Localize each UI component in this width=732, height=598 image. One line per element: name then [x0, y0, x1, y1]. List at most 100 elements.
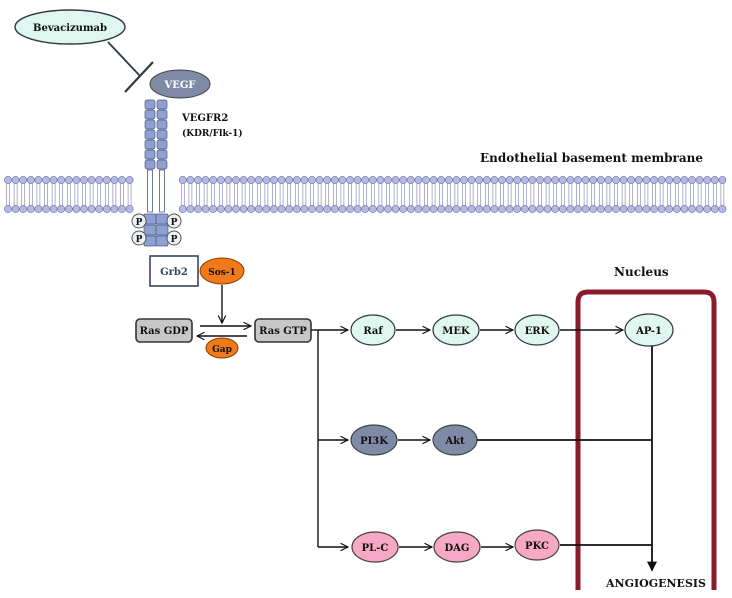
lipid-head: [657, 205, 666, 213]
lipid-head: [566, 176, 575, 184]
lipid-head: [285, 176, 294, 184]
lipid-head: [414, 205, 423, 213]
lipid-head: [680, 176, 689, 184]
lipid-head: [657, 176, 666, 184]
lipid-head: [201, 176, 210, 184]
lipid-head: [376, 176, 385, 184]
angiogenesis-label: ANGIOGENESIS: [605, 577, 706, 590]
transmembrane-segment: [147, 169, 153, 213]
receptor-domain: [156, 139, 168, 150]
lipid-head: [178, 205, 187, 213]
kinase-domain: [155, 224, 169, 236]
lipid-head: [4, 176, 12, 184]
lipid-head: [482, 176, 491, 184]
lipid-head: [604, 205, 613, 213]
lipid-head: [338, 205, 347, 213]
inhibition-bar: [124, 61, 154, 93]
lipid-head: [95, 205, 104, 213]
lipid-head: [239, 176, 248, 184]
lipid-head: [315, 176, 324, 184]
pkc-node: [514, 529, 560, 561]
lipid-head: [315, 205, 324, 213]
sos1-label: Sos-1: [208, 268, 236, 278]
lipid-head: [718, 205, 727, 213]
kinase-domain: [155, 235, 169, 247]
lipid-head: [596, 176, 605, 184]
lipid-head: [247, 176, 256, 184]
akt-label: Akt: [444, 436, 465, 447]
lipid-head: [125, 176, 134, 184]
lipid-head: [186, 205, 195, 213]
lipid-head: [201, 205, 210, 213]
lipid-head: [619, 176, 628, 184]
ras-gdp-label: Ras GDP: [140, 326, 189, 337]
mek-label: MEK: [442, 326, 470, 337]
ap1-label: AP-1: [635, 326, 662, 337]
lipid-head: [710, 205, 719, 213]
lipid-head: [49, 205, 58, 213]
pkc-label: PKC: [525, 541, 549, 552]
lipid-head: [64, 205, 73, 213]
lipid-head: [558, 176, 567, 184]
lipid-head: [102, 176, 111, 184]
lipid-head: [11, 176, 20, 184]
lipid-head: [361, 205, 370, 213]
phospho-site-2: [166, 213, 182, 229]
lipid-head: [277, 205, 286, 213]
inhibition-line: [107, 41, 141, 77]
membrane-label: Endothelial basement membrane: [480, 151, 703, 165]
lipid-head: [490, 176, 499, 184]
lipid-head: [110, 205, 119, 213]
erk-label: ERK: [525, 326, 550, 337]
receptor-domain: [144, 109, 156, 120]
lipid-head: [42, 205, 50, 213]
lipid-head: [475, 176, 484, 184]
lipid-head: [581, 176, 590, 184]
lipid-head: [87, 205, 96, 213]
lipid-head: [581, 205, 590, 213]
lipid-head: [665, 205, 674, 213]
lipid-head: [460, 176, 468, 184]
receptor-domain: [156, 99, 168, 110]
receptor-domain: [156, 109, 168, 120]
receptor-domain: [144, 99, 156, 110]
receptor-domain: [144, 149, 156, 160]
lipid-head: [216, 176, 225, 184]
lipid-head: [247, 205, 256, 213]
lipid-head: [384, 176, 392, 184]
lipid-head: [475, 205, 484, 213]
lipid-head: [353, 176, 362, 184]
mek-node: [432, 314, 480, 346]
lipid-head: [80, 176, 88, 184]
lipid-head: [627, 205, 636, 213]
lipid-head: [703, 205, 712, 213]
lipid-head: [429, 205, 438, 213]
lipid-head: [672, 176, 681, 184]
cell-membrane: [4, 176, 727, 213]
lipid-head: [19, 176, 28, 184]
lipid-head: [688, 176, 696, 184]
lipid-head: [406, 176, 415, 184]
lipid-head: [72, 176, 81, 184]
lipid-head: [346, 205, 354, 213]
receptor-domain: [144, 139, 156, 150]
plc-node: [351, 531, 399, 563]
lipid-head: [490, 205, 499, 213]
lipid-head: [308, 205, 316, 213]
lipid-head: [26, 176, 35, 184]
lipid-head: [551, 176, 560, 184]
lipid-head: [444, 176, 453, 184]
ap1-node: [624, 313, 674, 347]
lipid-head: [209, 205, 218, 213]
lipid-head: [695, 205, 704, 213]
lipid-head: [254, 205, 263, 213]
lipid-head: [368, 205, 377, 213]
lipid-head: [361, 176, 370, 184]
lipid-head: [688, 205, 696, 213]
lipid-head: [384, 205, 392, 213]
phospho-label-4: P: [171, 235, 178, 245]
lipid-head: [558, 205, 567, 213]
lipid-head: [330, 176, 339, 184]
lipid-head: [277, 176, 286, 184]
